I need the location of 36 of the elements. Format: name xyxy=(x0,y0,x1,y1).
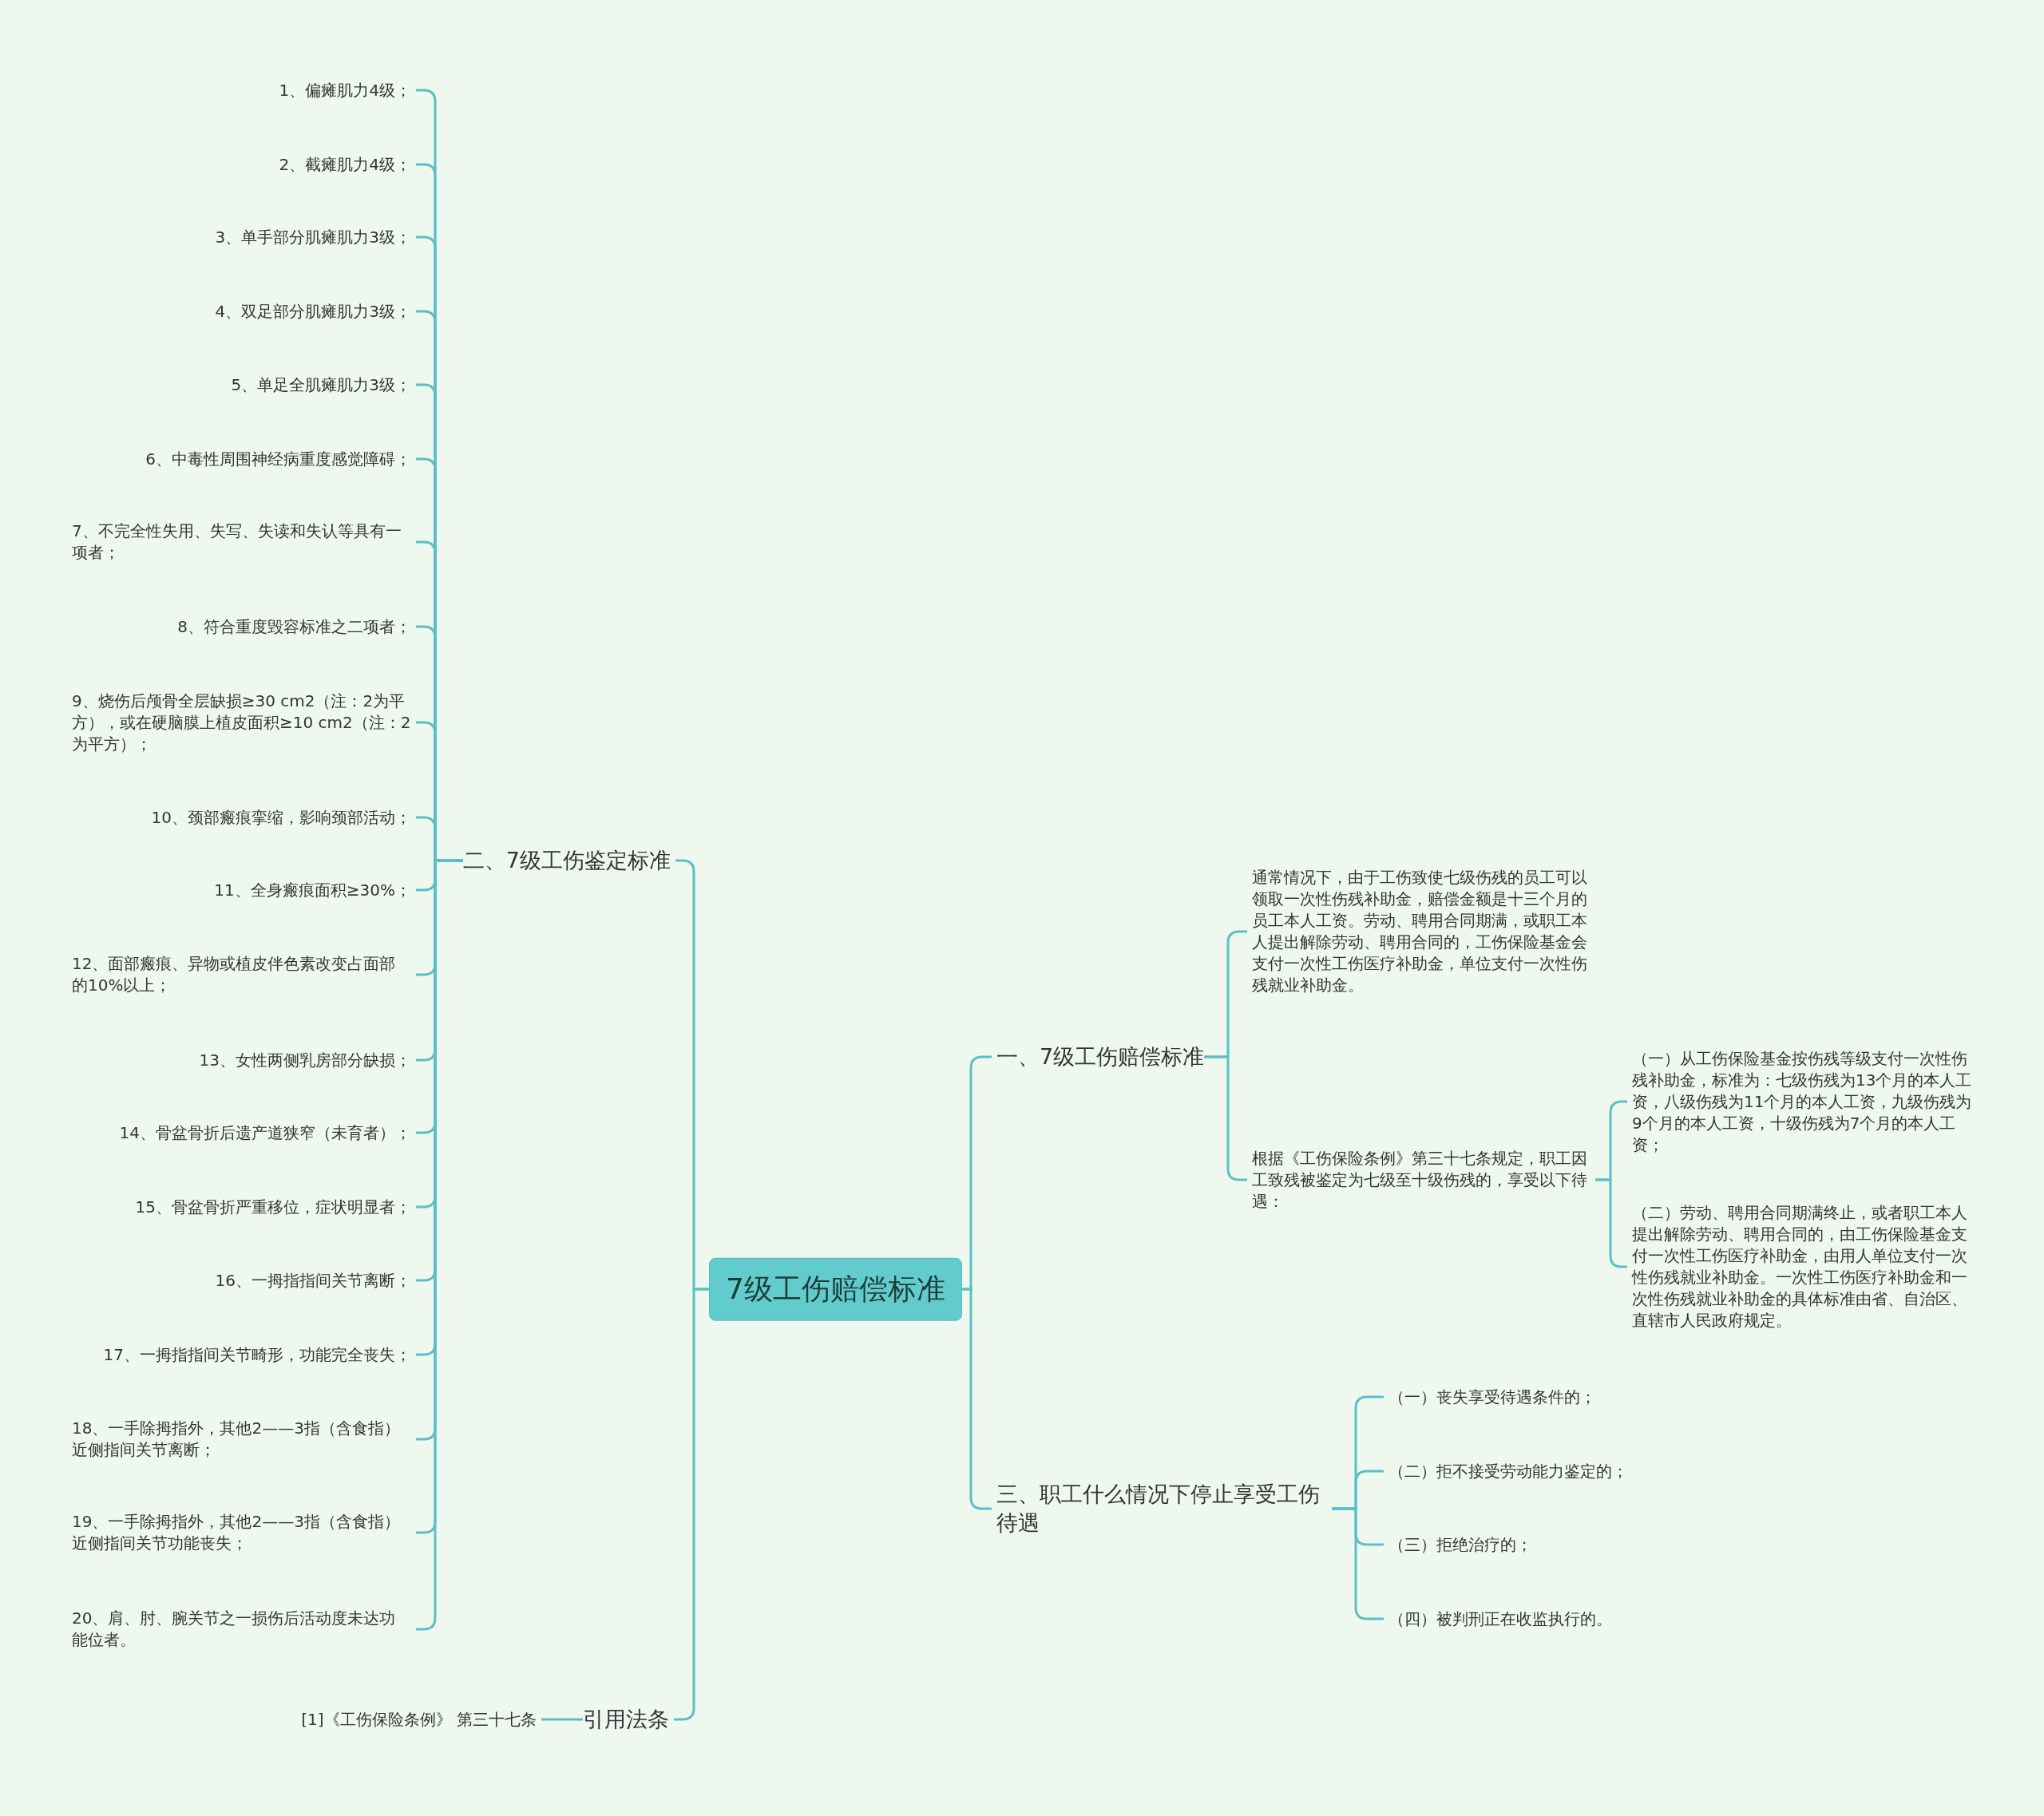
leaf-text: （一）丧失享受待遇条件的； xyxy=(1388,1386,1596,1408)
leaf-text: （一）从工伤保险基金按伤残等级支付一次性伤残补助金，标准为：七级伤残为13个月的本人工资，八级伤残为11个月的本人工资，九级伤残为9个月的本人工资，十级伤残为7个月的本人工资； xyxy=(1632,1047,1975,1156)
leaf-text: 7、不完全性失用、失写、失读和失认等具有一项者； xyxy=(72,520,411,564)
leaf-text: 8、符合重度毁容标准之二项者； xyxy=(177,615,411,638)
leaf-text: （三）拒绝治疗的； xyxy=(1388,1533,1532,1556)
leaf-text: （二）劳动、聘用合同期满终止，或者职工本人提出解除劳动、聘用合同的，由工伤保险基金支付一次性工伤医疗补助金，由用人单位支付一次性伤残就业补助金。一次性工伤医疗补助金和一次性伤残就业补助金的具体标准由省、自治区、直辖市人民政府规定。 xyxy=(1632,1202,1975,1331)
leaf-text: 1、偏瘫肌力4级； xyxy=(279,79,411,101)
leaf-text: 2、截瘫肌力4级； xyxy=(279,153,411,176)
leaf-text: 通常情况下，由于工伤致使七级伤残的员工可以领取一次性伤残补助金，赔偿金额是十三个月的员工本人工资。劳动、聘用合同期满，或职工本人提出解除劳动、聘用合同的，工伤保险基金会支付一次性工伤医疗补助金，单位支付一次性伤残就业补助金。 xyxy=(1252,867,1595,996)
leaf-text: （四）被判刑正在收监执行的。 xyxy=(1388,1608,1612,1630)
leaf-text: 根据《工伤保险条例》第三十七条规定，职工因工致残被鉴定为七级至十级伤残的，享受以下待遇： xyxy=(1252,1147,1595,1213)
leaf-text: 5、单足全肌瘫肌力3级； xyxy=(231,374,411,396)
connector-line xyxy=(1332,1507,1384,1620)
branch-topic: 三、职工什么情况下停止享受工伤待遇 xyxy=(996,1479,1332,1538)
leaf-text: 11、全身瘢痕面积≥30%； xyxy=(214,879,411,901)
leaf-text: [1]《工伤保险条例》 第三十七条 xyxy=(301,1708,537,1731)
leaf-text: 4、双足部分肌瘫肌力3级； xyxy=(215,300,411,322)
branch-topic: 二、7级工伤鉴定标准 xyxy=(462,845,671,876)
branch-topic: 引用法条 xyxy=(583,1704,669,1735)
leaf-text: 16、一拇指指间关节离断； xyxy=(215,1269,411,1292)
connector-line xyxy=(541,1718,583,1721)
leaf-text: 13、女性两侧乳房部分缺损； xyxy=(199,1049,411,1071)
leaf-text: 10、颈部瘢痕挛缩，影响颈部活动； xyxy=(151,806,411,829)
branch-topic: 一、7级工伤赔偿标准 xyxy=(996,1042,1205,1072)
central-topic: 7级工伤赔偿标准 xyxy=(709,1257,962,1321)
leaf-text: 19、一手除拇指外，其他2——3指（含食指）近侧指间关节功能丧失； xyxy=(72,1511,411,1554)
leaf-text: 9、烧伤后颅骨全层缺损≥30 cm2（注：2为平方），或在硬脑膜上植皮面积≥10 cm2（注：2为平方）； xyxy=(72,690,411,755)
leaf-text: 17、一拇指指间关节畸形，功能完全丧失； xyxy=(103,1343,411,1366)
leaf-text: 15、骨盆骨折严重移位，症状明显者； xyxy=(135,1196,411,1218)
leaf-text: 14、骨盆骨折后遗产道狭窄（未育者）； xyxy=(119,1122,411,1144)
leaf-text: 20、肩、肘、腕关节之一损伤后活动度未达功能位者。 xyxy=(72,1608,411,1651)
leaf-text: 18、一手除拇指外，其他2——3指（含食指）近侧指间关节离断； xyxy=(72,1418,411,1461)
leaf-text: （二）拒不接受劳动能力鉴定的； xyxy=(1388,1460,1628,1482)
leaf-text: 12、面部瘢痕、异物或植皮伴色素改变占面部的10%以上； xyxy=(72,953,411,996)
leaf-text: 3、单手部分肌瘫肌力3级； xyxy=(215,226,411,248)
leaf-text: 6、中毒性周围神经病重度感觉障碍； xyxy=(145,448,411,470)
